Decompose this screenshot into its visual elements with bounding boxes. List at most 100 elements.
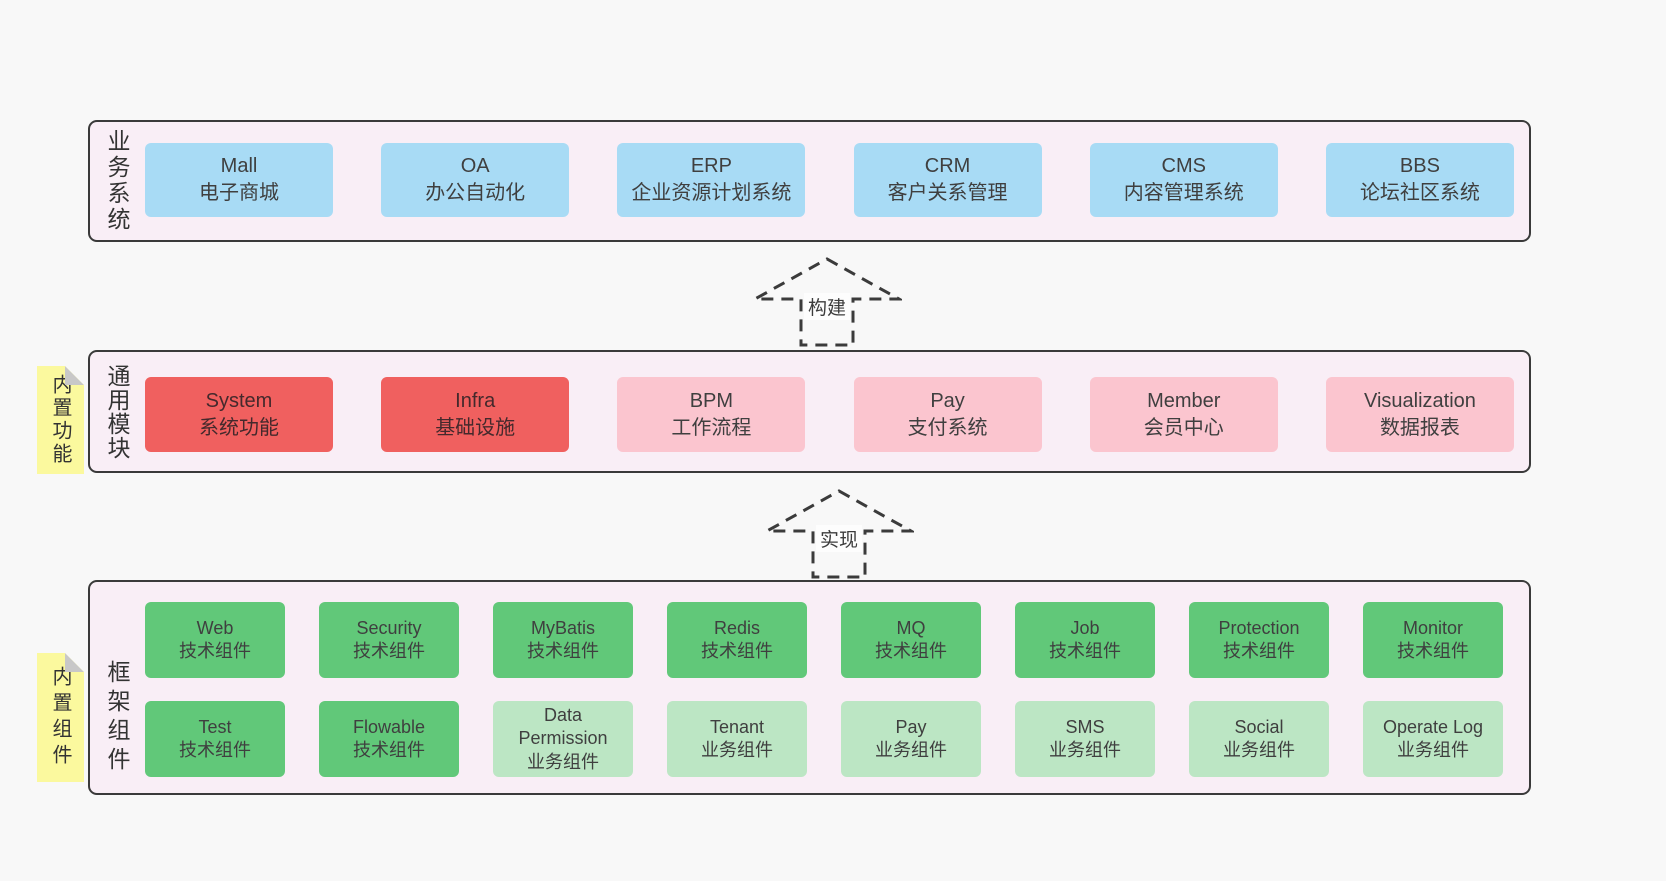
- tab-built-in-features: 内置功能: [37, 366, 84, 474]
- panel-business-systems: 业务系统 Mall 电子商城 OA 办公自动化 ERP 企业资源计划系统 CRM…: [88, 120, 1531, 242]
- box-erp: ERP 企业资源计划系统: [617, 143, 806, 217]
- box-subtitle: 基础设施: [435, 416, 516, 439]
- panel-common-modules: 通用模块 System 系统功能 Infra 基础设施 BPM 工作流程 Pay…: [88, 350, 1531, 473]
- box-title: MyBatis: [530, 617, 595, 638]
- panel-framework-side-label: 框架组件: [104, 660, 130, 776]
- arrow-up-implement: 实现: [764, 488, 914, 580]
- panel-business-side-label: 业务系统: [104, 129, 130, 233]
- box-subtitle: 支付系统: [907, 416, 988, 439]
- box-title: Job: [1070, 617, 1100, 638]
- box-subtitle: 工作流程: [671, 416, 752, 439]
- box-test: Test 技术组件: [145, 701, 285, 777]
- box-monitor: Monitor 技术组件: [1363, 602, 1503, 678]
- box-title: MQ: [896, 617, 926, 638]
- box-title: Member: [1147, 389, 1221, 412]
- box-redis: Redis 技术组件: [667, 602, 807, 678]
- arrow-up-build: 构建: [752, 256, 902, 348]
- box-subtitle: 业务组件: [1049, 740, 1121, 760]
- arrow-implement-label: 实现: [815, 525, 863, 552]
- box-title: Tenant: [709, 716, 765, 737]
- box-title: Monitor: [1402, 617, 1464, 638]
- box-title: Flowable: [352, 716, 426, 737]
- tab-built-in-components: 内置组件: [37, 653, 84, 782]
- box-subtitle: 技术组件: [179, 641, 251, 661]
- business-box-row: Mall 电子商城 OA 办公自动化 ERP 企业资源计划系统 CRM 客户关系…: [145, 143, 1514, 217]
- dashed-up-arrow-icon: [752, 257, 902, 347]
- box-mq: MQ 技术组件: [841, 602, 981, 678]
- box-web: Web 技术组件: [145, 602, 285, 678]
- box-subtitle: 技术组件: [1223, 641, 1295, 661]
- box-title: System: [205, 389, 273, 412]
- box-crm: CRM 客户关系管理: [853, 143, 1042, 217]
- box-subtitle: 业务组件: [1223, 740, 1295, 760]
- box-title: CRM: [924, 155, 971, 177]
- box-subtitle: 企业资源计划系统: [631, 182, 792, 204]
- box-visualization: Visualization 数据报表: [1325, 377, 1514, 452]
- box-subtitle: 技术组件: [1049, 641, 1121, 661]
- box-data-permission: Data Permission 业务组件: [493, 701, 633, 777]
- panel-modules-side-label: 通用模块: [104, 363, 130, 460]
- box-title: Pay: [895, 716, 927, 737]
- box-bbs: BBS 论坛社区系统: [1325, 143, 1514, 217]
- box-title: Visualization: [1363, 389, 1476, 412]
- box-title: Operate Log: [1382, 716, 1484, 737]
- box-subtitle: 技术组件: [527, 641, 599, 661]
- box-title: Security: [356, 617, 422, 638]
- box-mall: Mall 电子商城: [145, 143, 333, 217]
- box-subtitle: 业务组件: [875, 740, 947, 760]
- box-title: OA: [460, 155, 490, 177]
- box-title: Redis: [713, 617, 761, 638]
- box-security: Security 技术组件: [319, 602, 459, 678]
- box-job: Job 技术组件: [1015, 602, 1155, 678]
- box-subtitle: 办公自动化: [425, 182, 526, 204]
- box-social: Social 业务组件: [1189, 701, 1329, 777]
- box-operate-log: Operate Log 业务组件: [1363, 701, 1503, 777]
- box-title: SMS: [1065, 716, 1105, 737]
- box-subtitle: 技术组件: [353, 740, 425, 760]
- box-subtitle: 技术组件: [179, 740, 251, 760]
- box-subtitle: 业务组件: [701, 740, 773, 760]
- box-subtitle: 系统功能: [199, 416, 279, 439]
- box-subtitle: 数据报表: [1379, 416, 1460, 439]
- box-title: BBS: [1399, 155, 1440, 177]
- box-cms: CMS 内容管理系统: [1089, 143, 1278, 217]
- box-title: Pay: [930, 389, 965, 412]
- box-bpm: BPM 工作流程: [617, 377, 806, 452]
- box-subtitle: 技术组件: [875, 641, 947, 661]
- box-subtitle: 业务组件: [527, 751, 599, 772]
- box-subtitle: 电子商城: [199, 182, 279, 204]
- box-mybatis: MyBatis 技术组件: [493, 602, 633, 678]
- framework-box-row-1: Web 技术组件 Security 技术组件 MyBatis 技术组件 Redi…: [145, 602, 1503, 678]
- box-title: Mall: [220, 155, 258, 177]
- arrow-build-label: 构建: [803, 293, 851, 320]
- box-subtitle: 论坛社区系统: [1359, 182, 1480, 204]
- box-title: Infra: [455, 389, 496, 412]
- box-subtitle: 会员中心: [1143, 416, 1224, 439]
- box-title: Test: [198, 716, 232, 737]
- box-subtitle: 内容管理系统: [1123, 182, 1244, 204]
- box-title: Protection: [1218, 617, 1300, 638]
- framework-box-row-2: Test 技术组件 Flowable 技术组件 Data Permission …: [145, 701, 1503, 777]
- box-infra: Infra 基础设施: [381, 377, 570, 452]
- box-subtitle: 技术组件: [1397, 641, 1469, 661]
- box-title: Social: [1234, 716, 1284, 737]
- box-subtitle: 技术组件: [701, 641, 773, 661]
- panel-framework-components: 框架组件 Web 技术组件 Security 技术组件 MyBatis 技术组件…: [88, 580, 1531, 795]
- box-oa: OA 办公自动化: [381, 143, 570, 217]
- tab-built-in-features-label: 内置功能: [49, 374, 71, 466]
- box-subtitle: 业务组件: [1397, 740, 1469, 760]
- dashed-up-arrow-icon: [764, 489, 914, 579]
- box-title: ERP: [690, 155, 732, 177]
- modules-box-row: System 系统功能 Infra 基础设施 BPM 工作流程 Pay 支付系统…: [145, 377, 1514, 452]
- box-title: CMS: [1161, 155, 1206, 177]
- box-tenant: Tenant 业务组件: [667, 701, 807, 777]
- box-pay-system: Pay 支付系统: [853, 377, 1042, 452]
- box-sms: SMS 业务组件: [1015, 701, 1155, 777]
- box-member: Member 会员中心: [1089, 377, 1278, 452]
- box-protection: Protection 技术组件: [1189, 602, 1329, 678]
- box-title: BPM: [689, 389, 734, 412]
- tab-built-in-components-label: 内置组件: [49, 665, 71, 770]
- box-title: Web: [196, 617, 234, 638]
- box-subtitle: 技术组件: [353, 641, 425, 661]
